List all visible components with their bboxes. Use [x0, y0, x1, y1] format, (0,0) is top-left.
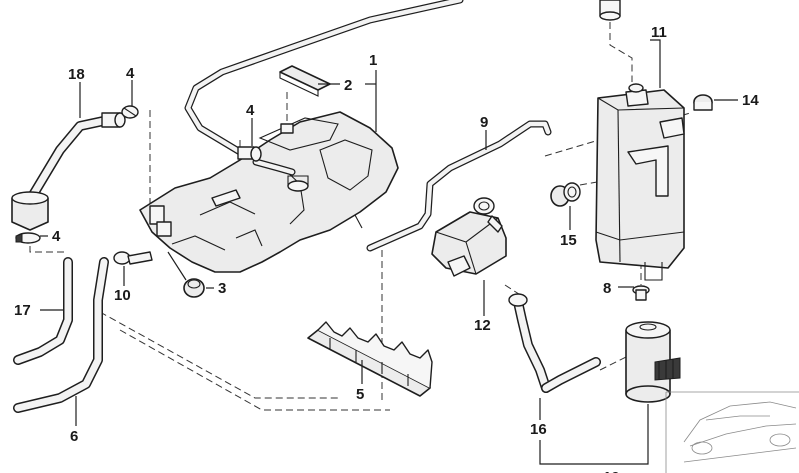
callout-11: 11	[651, 24, 667, 41]
callout-4-tank: 4	[246, 102, 255, 119]
clip-rail-part-5	[307, 321, 433, 397]
breather-hose-top	[184, 0, 464, 176]
screw-part-8	[632, 285, 650, 301]
grommet-part-15	[550, 182, 581, 207]
callout-19: 19	[603, 469, 620, 473]
vent-line-part-9	[366, 120, 552, 252]
filter-cap	[11, 191, 49, 231]
callout-3: 3	[218, 280, 226, 297]
fuel-tank	[139, 111, 399, 273]
callouts: 1 2 3 4 4 4 5 6 8 9 10 11 12 14 15 16 17…	[14, 24, 759, 473]
hose-part-16	[508, 293, 601, 393]
bracket-part-2	[279, 65, 331, 97]
callout-9: 9	[480, 114, 488, 131]
hose-part-17	[13, 257, 73, 365]
leader-lines	[40, 39, 738, 465]
callout-18: 18	[68, 66, 85, 83]
callout-16: 16	[530, 421, 547, 438]
filter-part-19	[625, 321, 681, 403]
valve-part-12	[431, 197, 507, 277]
callout-14: 14	[742, 92, 759, 109]
callout-5: 5	[356, 386, 364, 403]
hose-clamp-10	[113, 251, 153, 265]
callout-4-top: 4	[126, 65, 135, 82]
hose-clamp-4-left	[15, 232, 41, 244]
callout-2: 2	[344, 77, 352, 94]
vehicle-locator-thumbnail	[665, 391, 799, 473]
callout-10: 10	[114, 287, 131, 304]
hose-clamp-4-top	[121, 105, 139, 119]
callout-17: 17	[14, 302, 31, 319]
callout-12: 12	[474, 317, 491, 334]
hose-clamp-4-tank	[237, 146, 262, 162]
top-connector	[599, 0, 621, 21]
hose-part-6	[13, 257, 109, 413]
plug-part-14	[693, 94, 713, 111]
callout-4-left: 4	[52, 228, 61, 245]
callout-1: 1	[369, 52, 377, 69]
canister-part-11	[595, 83, 685, 281]
callout-8: 8	[603, 280, 611, 297]
callout-6: 6	[70, 428, 78, 445]
grommet-part-3	[183, 278, 205, 298]
callout-15: 15	[560, 232, 577, 249]
hose-part-18	[25, 112, 126, 205]
